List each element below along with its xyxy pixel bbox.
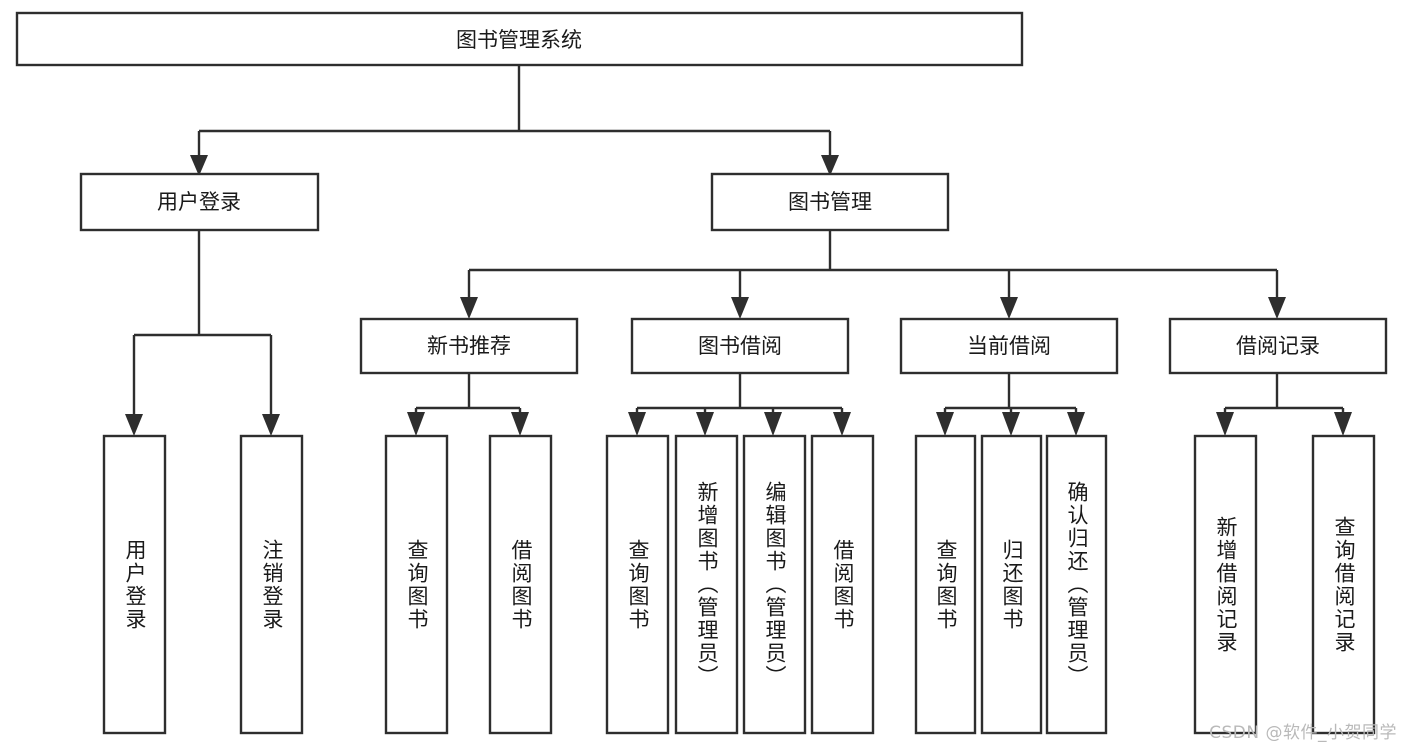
- node-box-root[interactable]: [15, 11, 1024, 67]
- arrowhead-newbook: [460, 297, 478, 319]
- node-label-user-login: 用户登录: [157, 190, 241, 214]
- node-box-user-login[interactable]: [79, 172, 320, 232]
- node-box-book-borrow[interactable]: [630, 317, 850, 375]
- arrowhead-currentborrow: [1000, 297, 1018, 319]
- node-box-leaf-query-book-bb[interactable]: [605, 434, 670, 735]
- arrowhead-newbook-leaf2: [511, 412, 529, 436]
- arrowhead-currentborrow-leaf2: [1002, 412, 1020, 436]
- arrowhead-bookborrow-leaf3: [764, 412, 782, 436]
- arrowhead-newbook-leaf1: [407, 412, 425, 436]
- node-label-root: 图书管理系统: [456, 28, 582, 52]
- arrowhead-bookborrow: [731, 297, 749, 319]
- connector-layer: [125, 65, 1352, 436]
- node-box-leaf-query-book-nb[interactable]: [384, 434, 449, 735]
- node-box-leaf-logout[interactable]: [239, 434, 304, 735]
- arrowhead-currentborrow-leaf3: [1067, 412, 1085, 436]
- arrowhead-bookborrow-leaf1: [628, 412, 646, 436]
- node-label-borrow-record: 借阅记录: [1236, 334, 1320, 358]
- node-box-leaf-add-book-admin[interactable]: [674, 434, 739, 735]
- arrowhead-borrowrecord: [1268, 297, 1286, 319]
- arrowhead-bookmgmt: [821, 155, 839, 176]
- arrowhead-login-leaf2: [262, 414, 280, 436]
- node-label-book-management: 图书管理: [788, 190, 872, 214]
- arrowhead-borrowrecord-leaf2: [1334, 412, 1352, 436]
- node-label-new-book-recommend: 新书推荐: [427, 334, 511, 358]
- node-box-leaf-add-borrow-record[interactable]: [1193, 434, 1258, 735]
- arrowhead-bookborrow-leaf4: [833, 412, 851, 436]
- node-box-current-borrow[interactable]: [899, 317, 1119, 375]
- node-box-new-book-recommend[interactable]: [359, 317, 579, 375]
- node-label-current-borrow: 当前借阅: [967, 334, 1051, 358]
- node-box-leaf-query-borrow-record[interactable]: [1311, 434, 1376, 735]
- node-box-leaf-return-book[interactable]: [980, 434, 1043, 735]
- arrowhead-bookborrow-leaf2: [696, 412, 714, 436]
- node-box-leaf-borrow-book-bb[interactable]: [810, 434, 875, 735]
- node-box-leaf-confirm-return-admin[interactable]: [1045, 434, 1108, 735]
- node-box-borrow-record[interactable]: [1168, 317, 1388, 375]
- arrowhead-borrowrecord-leaf1: [1216, 412, 1234, 436]
- arrowhead-login: [190, 155, 208, 176]
- node-box-leaf-query-book-cb[interactable]: [914, 434, 977, 735]
- node-box-book-management[interactable]: [710, 172, 950, 232]
- node-label-book-borrow: 图书借阅: [698, 334, 782, 358]
- node-layer: 图书管理系统 用户登录 图书管理 新书推荐 图书借阅 当前借阅 借阅记录: [15, 11, 1388, 735]
- node-box-leaf-edit-book-admin[interactable]: [742, 434, 807, 735]
- watermark-text: CSDN @软件_小贺同学: [1209, 723, 1397, 743]
- node-box-leaf-borrow-book-nb[interactable]: [488, 434, 553, 735]
- arrowhead-currentborrow-leaf1: [936, 412, 954, 436]
- arrowhead-login-leaf1: [125, 414, 143, 436]
- node-box-leaf-user-login[interactable]: [102, 434, 167, 735]
